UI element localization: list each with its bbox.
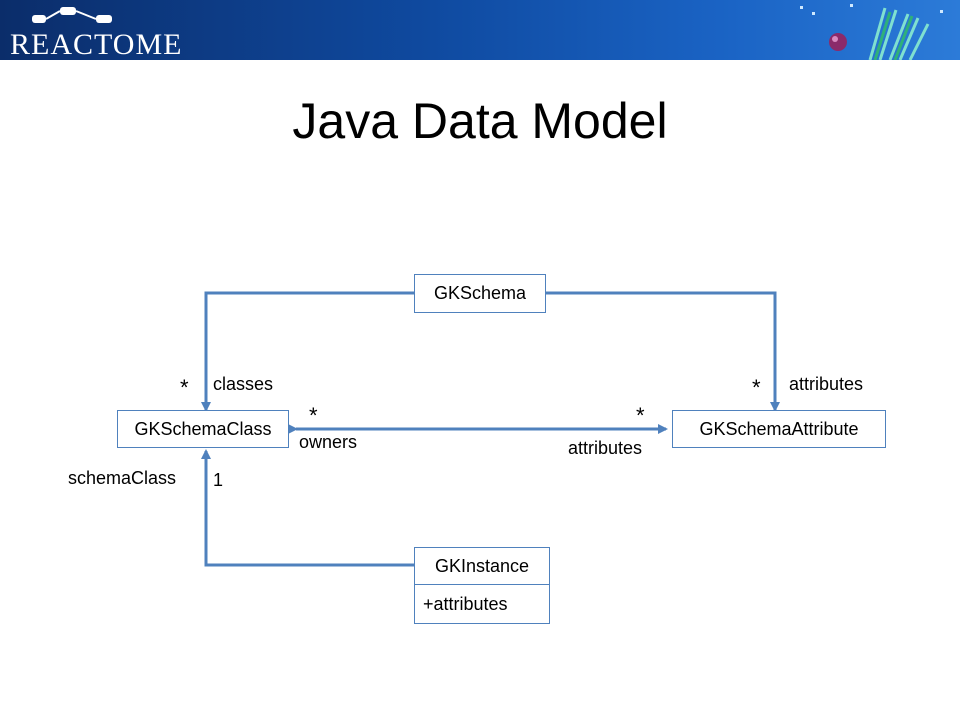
attributes-top-multiplicity: * [752, 375, 761, 400]
header-banner: REACTOME [0, 0, 960, 61]
attributes-top-label: attributes [789, 374, 864, 394]
schemaclass-multiplicity: 1 [213, 470, 224, 490]
owners-multiplicity: * [309, 403, 318, 428]
gkschemaattribute-box: GKSchemaAttribute [672, 410, 886, 448]
page-title: Java Data Model [292, 93, 668, 149]
attributes-mid-multiplicity: * [636, 403, 645, 428]
classes-multiplicity: * [180, 375, 189, 400]
gkinstance-box: GKInstance [414, 547, 550, 585]
gkschema-box: GKSchema [414, 274, 546, 313]
schemaclass-label: schemaClass [68, 468, 177, 488]
classes-label: classes [213, 374, 274, 394]
owners-label: owners [299, 432, 358, 452]
gkschemaclass-box: GKSchemaClass [117, 410, 289, 448]
logo-text: REACTOME [10, 28, 183, 61]
reactome-network-icon [32, 7, 112, 23]
gkinstance-attributes-box: +attributes [414, 584, 550, 624]
attributes-mid-label: attributes [568, 438, 643, 458]
molecule-decoration-icon [800, 4, 943, 60]
